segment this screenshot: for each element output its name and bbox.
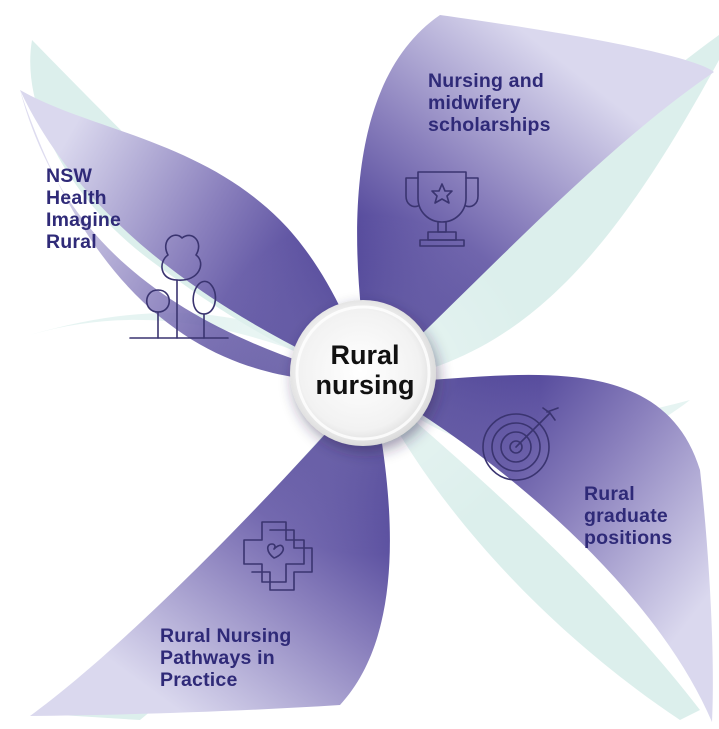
medical-cross-heart-icon <box>243 521 313 591</box>
blade-label-top-left: NSW Health Imagine Rural <box>46 165 122 253</box>
center-label: Rural nursing <box>315 340 415 400</box>
blade-label-bottom-right: Rural graduate positions <box>584 483 673 549</box>
blade-label-top-right: Nursing and midwifery scholarships <box>428 70 551 136</box>
center-hub <box>290 300 436 446</box>
blade-top-left-lower <box>20 90 371 383</box>
blade-label-bottom-left: Rural Nursing Pathways in Practice <box>160 625 292 691</box>
trees-icon <box>129 234 229 339</box>
blade-bottom-right <box>371 374 713 722</box>
trophy-icon <box>405 171 479 247</box>
target-icon <box>482 407 559 481</box>
center-hub-rim <box>295 305 431 441</box>
